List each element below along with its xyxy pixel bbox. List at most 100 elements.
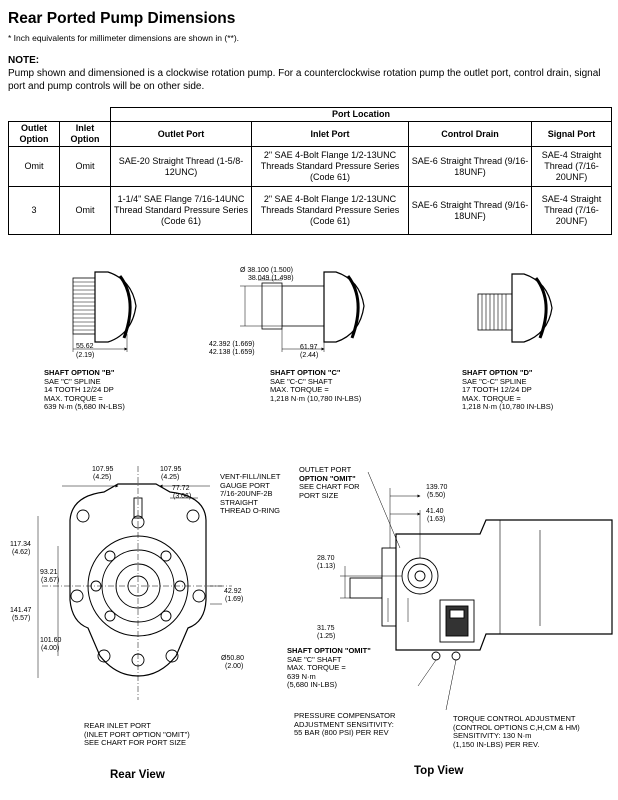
rear-dim-4-mm: 117.34 [10,541,31,548]
rear-dim-8-mm: 42.92 [224,588,242,595]
shaft-c-line3: 1,218 N·m (10,780 IN-LBS) [270,393,362,403]
shaft-c-dia-max: Ø 38.100 (1.500) [240,267,293,274]
shaft-b-caption: SHAFT OPTION "B" SAE "C" SPLINE 14 TOOTH… [44,368,125,412]
shaft-b-line2: 14 TOOTH 12/24 DP [44,385,114,394]
page-title: Rear Ported Pump Dimensions [8,10,236,27]
shaft-b-line4: 639 N·m (5,680 IN-LBS) [44,402,125,411]
inlet-line2: (INLET PORT OPTION "OMIT") [84,729,190,739]
pressure-compensator-callout: PRESSURE COMPENSATOR ADJUSTMENT SENSITIV… [294,711,396,738]
shaft-c-height-min: 42.138 (1.659) [209,349,255,356]
shaft-c-caption: SHAFT OPTION "C" SAE "C-C" SHAFT MAX. TO… [270,368,362,403]
outlet-line4: PORT SIZE [299,490,339,500]
rear-dim-2-mm: 107.95 [160,466,182,473]
port-location-table: Port Location Outlet Option Inlet Option… [8,107,612,235]
pc-line3: 55 BAR (800 PSI) PER REV [294,728,389,737]
rear-dim-7-mm: 101.60 [40,637,62,644]
rear-view-drawing [37,466,232,700]
inlet-line1: REAR INLET PORT [84,721,151,730]
shaft-omit-line3: MAX. TORQUE = [287,663,346,672]
shaft-omit-line5: (5,680 IN-LBS) [287,680,338,689]
table-cell: Omit [8,146,60,187]
shaft-c-line2: MAX. TORQUE = [270,385,329,394]
table-cell: Omit [59,146,111,187]
shaft-b-dim-mm: 55.62 [76,343,94,350]
rear-dim-5-mm: 93.21 [40,569,58,576]
tc-line3: SENSITIVITY: 130 N·m [453,731,532,740]
col-inlet-port: Inlet Port [251,121,409,147]
rear-dim-2-in: (4.25) [161,474,179,481]
shaft-c-len-in: (2.44) [300,352,318,359]
shaft-b-dim-in: (2.19) [76,352,94,359]
rear-dim-9-in: (2.00) [225,663,243,670]
col-signal-port: Signal Port [531,121,612,147]
top-dim-4-in: (1.25) [317,633,335,640]
shaft-b-drawing [72,271,137,352]
outlet-port-callout: OUTLET PORT OPTION "OMIT" SEE CHART FOR … [299,465,360,500]
top-dim-1-in: (5.50) [427,492,445,499]
shaft-omit-title: SHAFT OPTION "OMIT" [287,646,371,655]
shaft-c-line1: SAE "C-C" SHAFT [270,376,333,386]
tc-line4: (1,150 IN-LBS) PER REV. [453,739,540,749]
rear-dim-3-mm: 77.72 [172,485,190,492]
table-cell: 1-1/4" SAE Flange 7/16-14UNC Thread Stan… [110,186,252,235]
shaft-omit-callout: SHAFT OPTION "OMIT" SAE "C" SHAFT MAX. T… [287,646,371,690]
shaft-c-title: SHAFT OPTION "C" [270,368,341,377]
rear-dim-1-mm: 107.95 [92,466,114,473]
top-view-drawing [340,471,613,711]
shaft-c-len-mm: 61.97 [300,344,318,351]
shaft-b-title: SHAFT OPTION "B" [44,368,115,377]
vent-line4: STRAIGHT [220,497,258,507]
shaft-omit-line4: 639 N·m [287,671,316,681]
top-dim-4-mm: 31.75 [317,625,335,632]
table-row: 3 Omit 1-1/4" SAE Flange 7/16-14UNC Thre… [8,186,612,235]
shaft-omit-line2: SAE "C" SHAFT [287,654,342,664]
rear-dim-7-in: (4.00) [41,645,59,652]
table-cell: SAE-20 Straight Thread (1-5/8-12UNC) [110,146,252,187]
shaft-b-line3: MAX. TORQUE = [44,393,103,403]
table-cell: 2" SAE 4-Bolt Flange 1/2-13UNC Threads S… [251,146,409,187]
table-cell: SAE-4 Straight Thread (7/16-20UNF) [531,146,612,187]
shaft-b-line1: SAE "C" SPLINE [44,376,101,386]
table-cell: 3 [8,186,60,235]
shaft-d-line4: 1,218 N·m (10,780 IN-LBS) [462,402,554,411]
top-dim-2-in: (1.63) [427,516,445,523]
tc-line1: TORQUE CONTROL ADJUSTMENT [453,714,576,723]
outlet-line3: SEE CHART FOR [299,482,360,491]
shaft-d-drawing [477,273,553,343]
top-dim-2-mm: 41.40 [426,508,444,515]
rear-dim-6-in: (5.57) [12,615,30,622]
shaft-c-height-max: 42.392 (1.669) [209,341,255,348]
rear-dim-6-mm: 141.47 [10,607,32,614]
inch-equivalent-note: * Inch equivalents for millimeter dimens… [8,33,240,43]
shaft-d-line1: SAE "C-C" SPLINE [462,376,527,386]
rear-dim-3-in: (3.06) [173,493,191,500]
shaft-d-line3: MAX. TORQUE = [462,393,521,403]
note-text: Pump shown and dimensioned is a clockwis… [8,68,601,92]
table-cell: SAE-6 Straight Thread (9/16-18UNF) [408,186,532,235]
outlet-line2: OPTION "OMIT" [299,473,356,483]
note-label: NOTE: [8,55,40,66]
tc-line2: (CONTROL OPTIONS C,H,CM & HM) [453,722,580,732]
pc-line2: ADJUSTMENT SENSITIVITY: [294,719,394,729]
rear-dim-9-mm: Ø50.80 [221,655,244,662]
vent-line3: 7/16-20UNF-2B [220,489,273,498]
vent-line2: GAUGE PORT [220,480,270,490]
top-dim-3-in: (1.13) [317,563,335,570]
rear-dim-4-in: (4.62) [12,549,30,556]
table-cell: SAE-4 Straight Thread (7/16-20UNF) [531,186,612,235]
vent-fill-callout: VENT-FILL/INLET GAUGE PORT 7/16-20UNF-2B… [220,472,280,516]
vent-line5: THREAD O-RING [220,506,280,515]
table-row: Omit Omit SAE-20 Straight Thread (1-5/8-… [8,146,612,187]
rear-view-label: Rear View [110,769,165,781]
pc-line1: PRESSURE COMPENSATOR [294,711,396,720]
rear-dim-8-in: (1.69) [225,596,243,603]
rear-inlet-callout: REAR INLET PORT (INLET PORT OPTION "OMIT… [84,721,190,748]
rear-dim-1-in: (4.25) [93,474,111,481]
torque-control-callout: TORQUE CONTROL ADJUSTMENT (CONTROL OPTIO… [453,714,580,749]
top-dim-1-mm: 139.70 [426,484,448,491]
shaft-d-line2: 17 TOOTH 12/24 DP [462,385,532,394]
shaft-d-title: SHAFT OPTION "D" [462,368,533,377]
outlet-line1: OUTLET PORT [299,465,352,474]
top-dim-3-mm: 28.70 [317,555,335,562]
